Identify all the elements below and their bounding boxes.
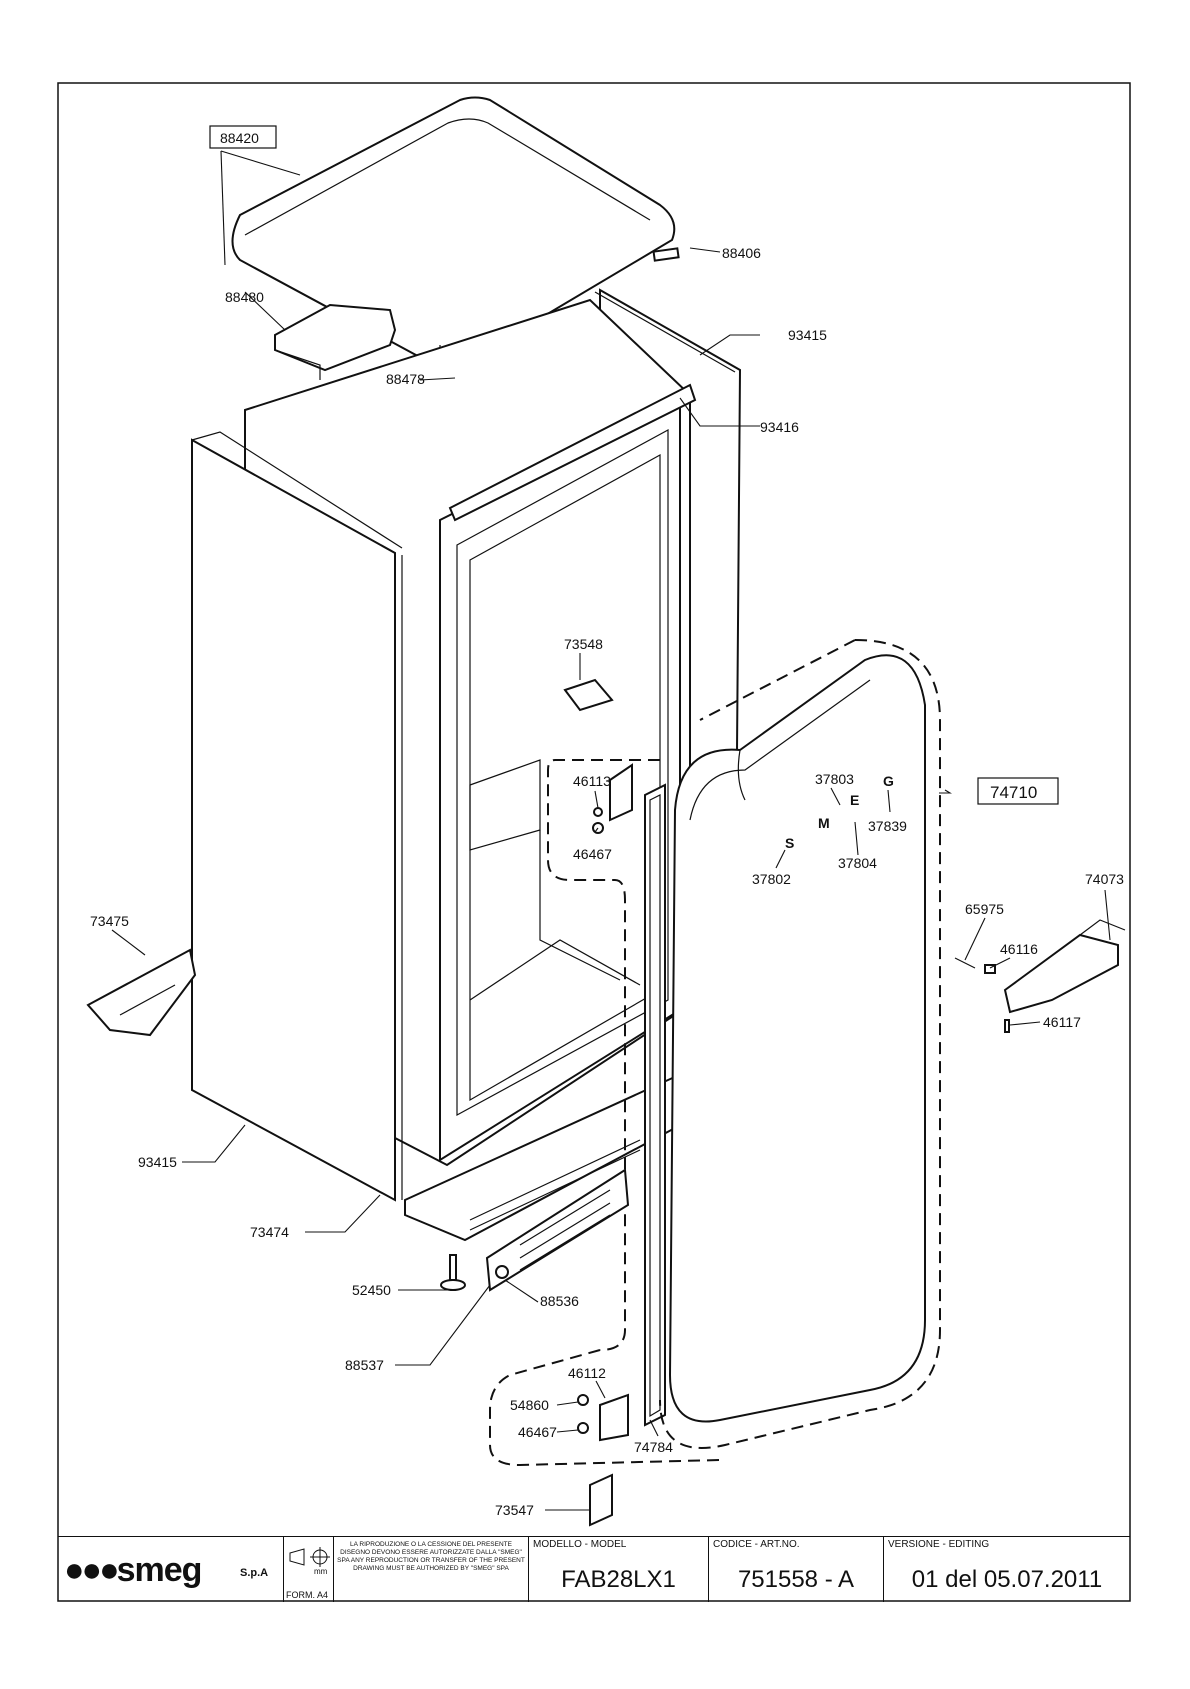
- screw-88536: [495, 1265, 509, 1279]
- part-label-46113: 46113: [573, 773, 611, 789]
- part-label-37802: 37802: [752, 871, 791, 887]
- part-label-52450: 52450: [352, 1282, 391, 1298]
- door-74710: [668, 654, 926, 1423]
- pin-46117: [1004, 1019, 1010, 1033]
- form-label: FORM. A4: [286, 1590, 329, 1600]
- door-letter-g: G: [883, 773, 894, 789]
- unit-label: mm: [314, 1567, 328, 1576]
- part-label-93415-left: 93415: [138, 1154, 177, 1170]
- part-label-73548: 73548: [564, 636, 603, 652]
- part-label-74710: 74710: [990, 783, 1037, 802]
- brand-cell: ●●●smeg S.p.A: [58, 1537, 283, 1602]
- part-label-73475: 73475: [90, 913, 129, 929]
- notice-cell: LA RIPRODUZIONE O LA CESSIONE DEL PRESEN…: [333, 1537, 528, 1602]
- part-label-88478: 88478: [386, 371, 425, 387]
- part-label-93415-right: 93415: [788, 327, 827, 343]
- insulation-block: [274, 303, 397, 380]
- part-label-74073: 74073: [1085, 871, 1124, 887]
- door-letter-s: S: [785, 835, 794, 851]
- group-outline-lower: [489, 1349, 721, 1467]
- leveling-foot: [440, 1254, 466, 1291]
- code-value: 751558 - A: [737, 1566, 855, 1593]
- leader-lines: [111, 150, 1111, 1511]
- door-handle: [1003, 919, 1126, 1014]
- part-label-46116: 46116: [1000, 941, 1038, 957]
- model-value: FAB28LX1: [561, 1566, 676, 1593]
- vent-grille: [485, 1168, 630, 1292]
- left-side-panel: [191, 431, 403, 1202]
- door-letter-m: M: [818, 815, 830, 831]
- brand-logo: ●●●smeg: [64, 1551, 202, 1589]
- hinge-46112: [599, 1393, 629, 1442]
- projection-symbol-icon: [289, 1547, 330, 1567]
- hinge-46113: [609, 763, 633, 822]
- reproduction-notice: LA RIPRODUZIONE O LA CESSIONE DEL PRESEN…: [337, 1541, 525, 1572]
- part-label-73547: 73547: [495, 1502, 534, 1518]
- part-label-88537: 88537: [345, 1357, 384, 1373]
- part-label-88420: 88420: [220, 130, 259, 146]
- format-cell: mm FORM. A4: [283, 1537, 333, 1602]
- part-label-65975: 65975: [965, 901, 1004, 917]
- group-outline-upper: [547, 759, 660, 1351]
- part-label-93416: 93416: [760, 419, 799, 435]
- part-label-46112: 46112: [568, 1365, 606, 1381]
- hinge-73547: [589, 1473, 613, 1527]
- screw-65975: [954, 957, 976, 969]
- label-box-74710: [977, 777, 1059, 805]
- bracket-73475: [86, 948, 197, 1037]
- part-46116: [984, 964, 996, 974]
- part-label-37839: 37839: [868, 818, 907, 834]
- drawing-frame: [57, 82, 1131, 1602]
- part-label-46117: 46117: [1043, 1014, 1081, 1030]
- part-label-37804: 37804: [838, 855, 877, 871]
- part-label-46467-upper: 46467: [573, 846, 612, 862]
- code-caption: CODICE - ART.NO.: [713, 1539, 800, 1550]
- door-letters: S M E G: [785, 773, 894, 851]
- title-block: ●●●smeg S.p.A mm FORM. A4 LA RIPRODUZION…: [58, 1536, 1130, 1602]
- brand-suffix: S.p.A: [240, 1567, 269, 1579]
- part-label-37803: 37803: [815, 771, 854, 787]
- part-label-73474: 73474: [250, 1224, 289, 1240]
- part-88406: [652, 247, 680, 262]
- door-letter-e: E: [850, 792, 859, 808]
- version-caption: VERSIONE - EDITING: [888, 1539, 990, 1550]
- code-cell: CODICE - ART.NO. 751558 - A: [708, 1537, 883, 1602]
- model-cell: MODELLO - MODEL FAB28LX1: [528, 1537, 708, 1602]
- version-cell: VERSIONE - EDITING 01 del 05.07.2011: [883, 1537, 1130, 1602]
- version-value: 01 del 05.07.2011: [911, 1566, 1103, 1593]
- hinge-73548: [563, 678, 614, 712]
- part-label-88536: 88536: [540, 1293, 579, 1309]
- part-label-74784: 74784: [634, 1439, 673, 1455]
- part-label-54860: 54860: [510, 1397, 549, 1413]
- part-label-46467-lower: 46467: [518, 1424, 557, 1440]
- door-gasket: [644, 783, 666, 1427]
- door-outline-dashed: [659, 639, 941, 1449]
- part-label-88406: 88406: [722, 245, 761, 261]
- part-label-88480: 88480: [225, 289, 264, 305]
- model-caption: MODELLO - MODEL: [533, 1539, 627, 1550]
- label-box-88420: [209, 125, 277, 149]
